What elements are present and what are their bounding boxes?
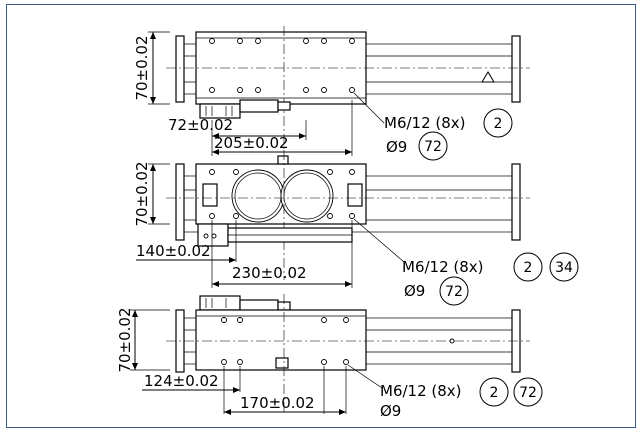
pulley-right	[280, 169, 334, 223]
bubble-top-2	[418, 131, 448, 161]
height-dim-bottom: 70±0.02	[116, 307, 134, 372]
height-dim-middle: 70±0.02	[133, 161, 151, 226]
bubble-middle-1	[513, 252, 543, 282]
view-middle: 70±0.02 140±0.02 230±0.02 M6/12 (8x) Ø9 …	[133, 150, 579, 306]
end-cap-right	[511, 35, 521, 103]
svg-text:72: 72	[424, 139, 442, 155]
bubble-bottom-1	[479, 377, 509, 407]
screw-label-middle: M6/12 (8x)	[402, 258, 484, 276]
dim-bottom-1: 124±0.02	[144, 372, 219, 390]
height-dim-top: 70±0.02	[133, 35, 151, 100]
svg-text:34: 34	[555, 260, 573, 276]
dim-bottom-2: 170±0.02	[240, 394, 315, 412]
screw-label-top: M6/12 (8x)	[384, 114, 466, 132]
bubble-middle-3	[439, 276, 469, 306]
pin-label-top: Ø9	[386, 138, 407, 156]
warning-icon	[481, 71, 495, 83]
pin-label-middle: Ø9	[404, 282, 425, 300]
pulley-left	[231, 169, 285, 223]
dim-middle-1: 140±0.02	[136, 242, 211, 260]
view-bottom: 70±0.02 124±0.02 170±0.02 M6/12 (8x) Ø9 …	[116, 294, 543, 420]
dim-middle-2: 230±0.02	[232, 264, 307, 282]
bubble-bottom-2	[513, 377, 543, 407]
screw-label-bottom: M6/12 (8x)	[380, 382, 462, 400]
pin-label-bottom: Ø9	[380, 402, 401, 420]
end-cap-left	[175, 163, 185, 241]
view-top: 70±0.02 72±0.02 205±0.02 M6/12 (8x) Ø9 2…	[133, 26, 530, 161]
dim-top-2: 205±0.02	[214, 134, 289, 152]
svg-text:72: 72	[445, 284, 463, 300]
svg-text:2: 2	[490, 385, 499, 401]
svg-text:2: 2	[494, 116, 503, 132]
bubble-top-1	[483, 108, 513, 138]
dim-top-1: 72±0.02	[168, 116, 233, 134]
bubble-middle-2	[549, 252, 579, 282]
svg-text:2: 2	[524, 260, 533, 276]
svg-text:72: 72	[519, 385, 537, 401]
end-cap-right	[511, 163, 521, 241]
end-cap-left	[175, 35, 185, 103]
